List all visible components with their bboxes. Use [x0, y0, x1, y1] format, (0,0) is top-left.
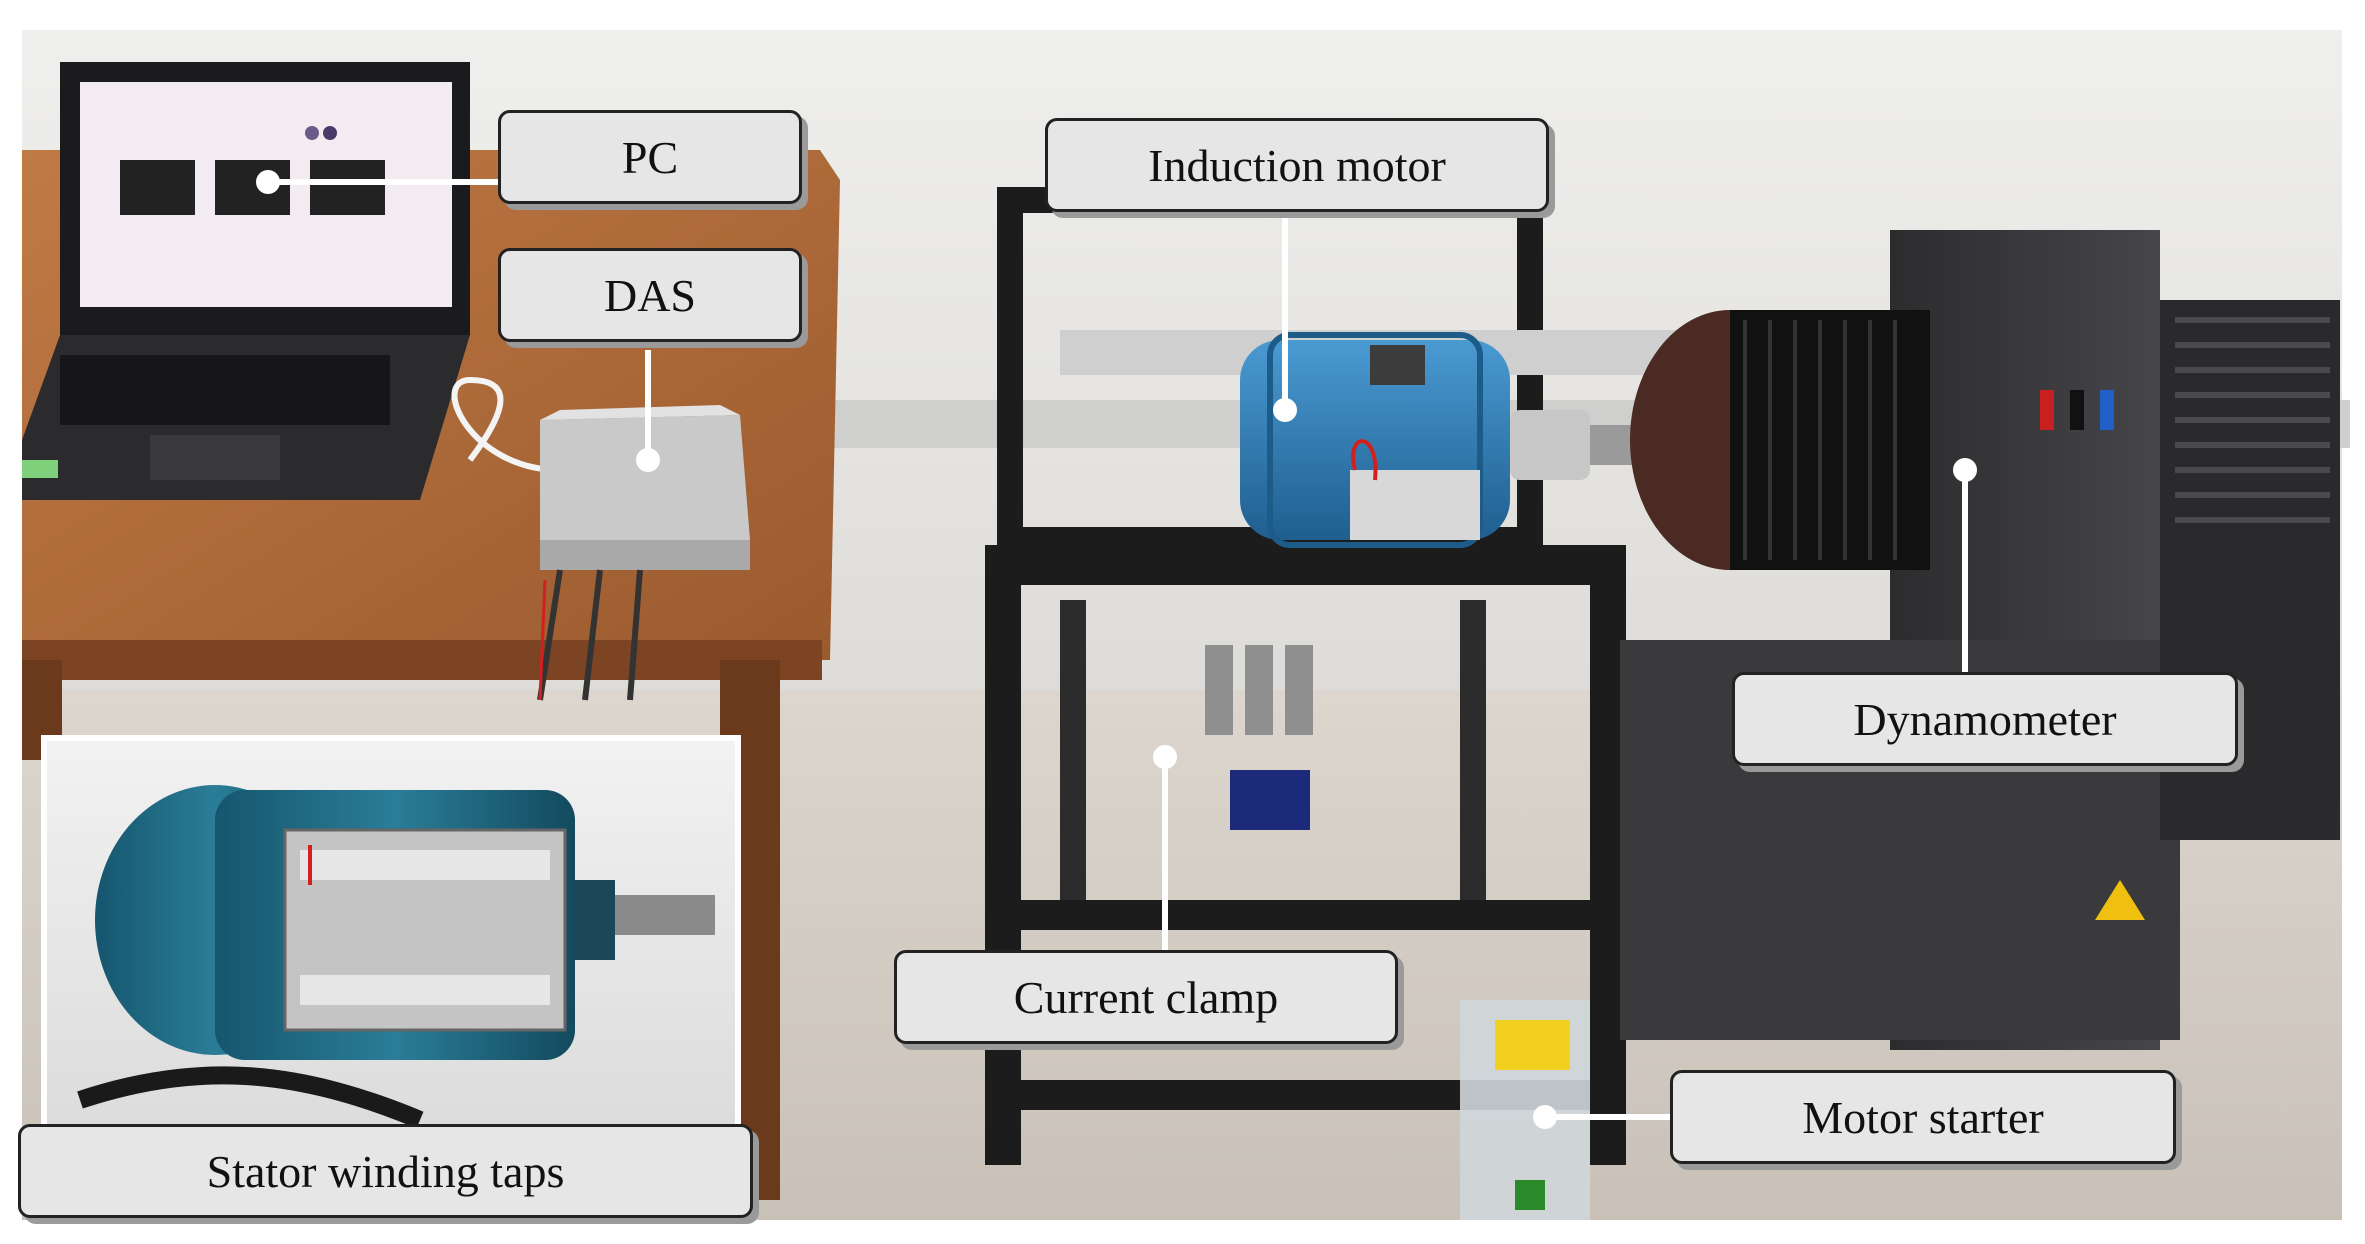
current-clamps — [1205, 645, 1313, 830]
motor-starter — [1460, 1000, 1590, 1220]
leader-lines — [268, 179, 1968, 1120]
usb-cable — [451, 376, 561, 473]
dynamometer — [1620, 230, 2340, 1050]
label-das: DAS — [498, 248, 802, 342]
label-induction-motor: Induction motor — [1045, 118, 1549, 212]
label-stator-winding-taps: Stator winding taps — [18, 1124, 753, 1218]
label-pc: PC — [498, 110, 802, 204]
das-box — [537, 405, 750, 701]
label-dynamometer: Dynamometer — [1732, 672, 2238, 766]
label-current-clamp: Current clamp — [894, 950, 1398, 1044]
leader-dots — [256, 170, 1977, 1129]
inset-motor — [77, 785, 715, 1129]
label-motor-starter: Motor starter — [1670, 1070, 2176, 1164]
laptop — [22, 62, 470, 500]
induction-motor — [1240, 332, 1670, 548]
